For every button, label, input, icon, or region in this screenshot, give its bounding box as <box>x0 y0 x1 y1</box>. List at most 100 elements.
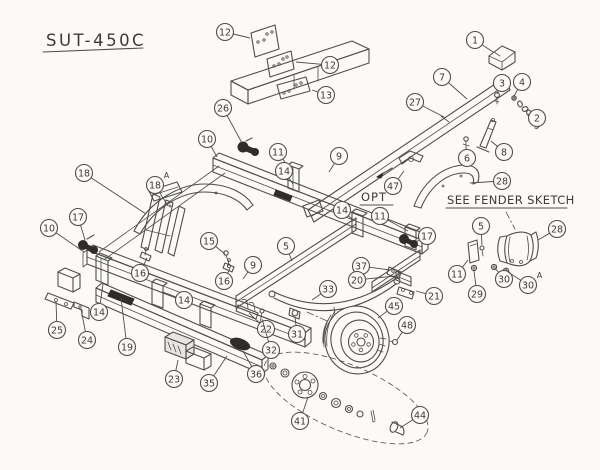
svg-text:5: 5 <box>478 221 484 232</box>
callout-16: 16 <box>214 267 234 291</box>
svg-text:10: 10 <box>201 134 213 145</box>
callout-10: 10 <box>197 129 218 158</box>
page-title: SUT-450C <box>46 31 146 50</box>
step-box <box>57 267 81 293</box>
winch-stand-18 <box>140 181 186 257</box>
callout-7: 7 <box>432 67 468 100</box>
fender-note: SEE FENDER SKETCH <box>445 193 574 209</box>
svg-text:12: 12 <box>219 27 231 38</box>
coupler-group <box>440 45 541 153</box>
callout-25: 25 <box>47 300 67 340</box>
svg-text:29: 29 <box>471 289 483 300</box>
fender-drum-28 <box>497 231 539 267</box>
title-underline <box>42 47 144 53</box>
callout-17: 17 <box>415 226 437 246</box>
callout-11: 11 <box>447 259 469 284</box>
svg-text:9: 9 <box>336 151 342 162</box>
callout-13: 13 <box>311 85 336 105</box>
svg-text:18: 18 <box>149 180 161 191</box>
callout-30A: 30A <box>507 271 543 295</box>
washer-30 <box>490 263 498 271</box>
callout-11: 11 <box>268 142 290 169</box>
opt-label: OPT <box>361 190 387 204</box>
pad-strip <box>273 189 293 202</box>
svg-text:26: 26 <box>217 103 229 114</box>
shackle-37 <box>386 266 402 280</box>
bracket-post <box>95 252 113 286</box>
callout-12: 12 <box>295 55 340 75</box>
callout-2: 2 <box>527 108 547 128</box>
svg-text:7: 7 <box>439 72 445 83</box>
callout-28: 28 <box>537 219 567 241</box>
winch-beam-assembly <box>230 24 370 105</box>
nut-4 <box>511 95 517 101</box>
callout-5: 5 <box>471 216 491 246</box>
plate-13 <box>276 76 311 100</box>
bracket-post <box>151 278 168 309</box>
ratchet-26 <box>237 137 259 156</box>
svg-text:11: 11 <box>272 147 284 158</box>
u-bolt-plate-22 <box>235 298 259 320</box>
svg-text:3: 3 <box>499 78 505 89</box>
callout-8: 8 <box>490 140 514 162</box>
plate-12a <box>250 24 280 58</box>
spring-seat-31 <box>288 307 301 320</box>
svg-text:30: 30 <box>498 274 510 285</box>
clamp-16-right <box>222 258 235 273</box>
spring-group <box>235 266 415 326</box>
callout-11: 11 <box>370 206 409 232</box>
flat-bar-25 <box>44 292 75 310</box>
callout-22: 22 <box>248 312 276 339</box>
callout-20: 20 <box>347 270 396 290</box>
front-cross-member <box>98 165 226 260</box>
bracket-post <box>199 300 216 329</box>
callout-32: 32 <box>261 318 281 360</box>
callout-29: 29 <box>467 270 487 304</box>
callout-30: 30 <box>494 267 514 289</box>
fender-mount-plate-11 <box>467 239 480 264</box>
callout-47: 47 <box>383 170 405 196</box>
direction-arrow <box>376 172 384 179</box>
hanger-bracket-20 <box>395 270 412 287</box>
callout-17: 17 <box>68 207 88 241</box>
svg-text:14: 14 <box>278 166 290 177</box>
callout-1: 1 <box>465 30 494 53</box>
winch-17-right <box>399 234 418 248</box>
svg-text:8: 8 <box>501 147 507 158</box>
callout-10: 10 <box>39 218 85 253</box>
hub-assembly-41 <box>263 351 429 445</box>
small-hardware <box>139 150 424 273</box>
svg-text:47: 47 <box>387 181 399 192</box>
opt-note: OPT <box>359 190 394 206</box>
svg-text:14: 14 <box>336 205 348 216</box>
bolt-5-sketch <box>479 245 485 257</box>
bolt-32 <box>259 308 265 323</box>
plate-12b <box>266 50 295 78</box>
callout-9: 9 <box>328 146 349 173</box>
svg-text:25: 25 <box>51 325 63 336</box>
svg-text:11: 11 <box>451 269 463 280</box>
callout-41: 41 <box>290 396 310 431</box>
shackle-plate-21 <box>396 286 415 300</box>
svg-text:28: 28 <box>496 176 508 187</box>
callout-15: 15 <box>199 231 226 255</box>
svg-text:4: 4 <box>519 77 525 88</box>
callout-5: 5 <box>276 236 296 262</box>
callout-35: 35 <box>199 355 228 393</box>
callout-14: 14 <box>162 290 194 310</box>
svg-text:17: 17 <box>421 231 433 242</box>
callout-23: 23 <box>164 359 184 389</box>
svg-text:18: 18 <box>78 168 90 179</box>
fender-sketch-group <box>467 211 539 275</box>
pad-strip-19 <box>107 289 135 306</box>
tongue-mount-plate <box>302 199 324 218</box>
svg-text:16: 16 <box>218 276 230 287</box>
svg-text:35: 35 <box>203 378 215 389</box>
svg-text:33: 33 <box>322 284 334 295</box>
callout-6: 6 <box>457 146 477 168</box>
center-bunk-beam-5 <box>235 217 357 309</box>
svg-text:9: 9 <box>250 260 256 271</box>
coupler-latch-1 <box>488 45 516 71</box>
svg-text:28: 28 <box>551 224 563 235</box>
